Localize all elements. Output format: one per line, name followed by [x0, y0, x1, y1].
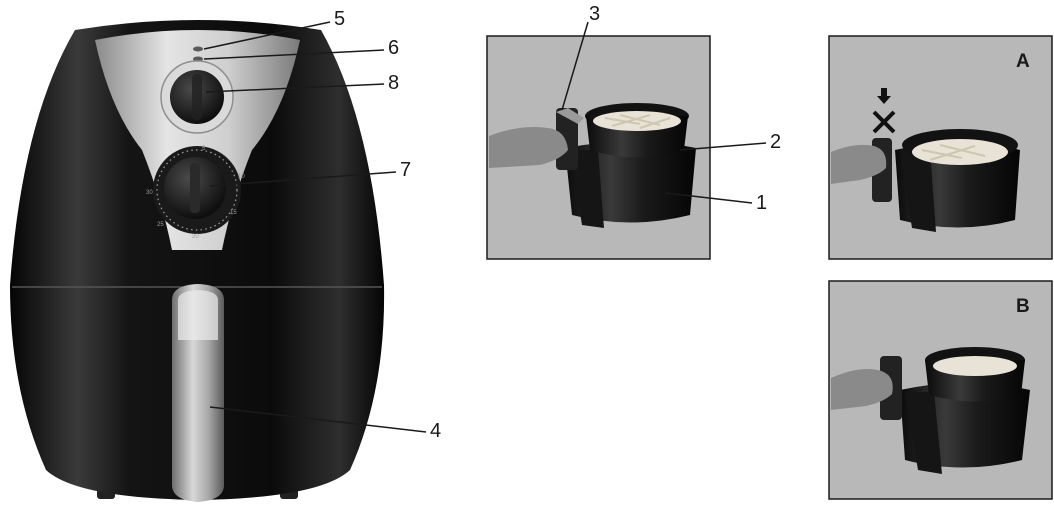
leader-line-7 [209, 171, 397, 187]
power-indicator-light [193, 46, 203, 52]
callout-6: 6 [388, 37, 400, 59]
timer-tick-label: 25 [157, 222, 164, 228]
handle-button-guard [556, 108, 584, 124]
press-down-arrow-icon [877, 88, 891, 104]
timer-tick-label: 5 [202, 146, 206, 152]
panel-label-a: A [1016, 51, 1030, 72]
timer-knob-grip [190, 163, 200, 213]
heating-indicator-light [193, 56, 203, 62]
hand [831, 369, 893, 410]
callout-4: 4 [430, 420, 442, 442]
callout-2: 2 [770, 131, 782, 153]
leader-line-6 [203, 49, 385, 60]
callout-8: 8 [388, 72, 400, 94]
panel-label-b: B [1016, 296, 1030, 317]
leader-line-1 [665, 192, 753, 204]
timer-dial-scale [156, 149, 238, 231]
panel-a [828, 35, 1053, 260]
pan-front-flap [900, 150, 936, 232]
temperature-knob-grip [192, 74, 202, 120]
leader-line-5 [203, 21, 331, 50]
pan-front-flap [570, 150, 604, 228]
leader-line-4 [209, 406, 427, 433]
callout-3: 3 [589, 3, 601, 25]
hand [489, 127, 568, 168]
timer-tick-label: 20 [192, 234, 199, 240]
leader-line-2 [679, 142, 767, 151]
handle-release-button-cover [178, 290, 218, 340]
leader-lines [203, 21, 767, 433]
fries-detail [921, 144, 986, 161]
callout-5: 5 [334, 8, 346, 30]
fries [933, 356, 1017, 376]
timer-tick-label: 10 [238, 174, 245, 180]
fries-detail [604, 114, 671, 129]
leader-line-8 [205, 83, 385, 93]
hand [831, 144, 887, 184]
pan-front-flap [905, 392, 942, 474]
panel-b [828, 280, 1053, 500]
silver-control-panel [95, 30, 300, 250]
fries [912, 139, 1008, 165]
fries [593, 111, 681, 131]
leader-line-3 [561, 21, 589, 111]
timer-tick-label: 15 [230, 210, 237, 216]
callout-7: 7 [400, 159, 412, 181]
do-not-press-cross-icon [872, 110, 896, 134]
timer-tick-label: 30 [146, 190, 153, 196]
callout-1: 1 [756, 192, 768, 214]
basket-assembly-panel [486, 35, 711, 260]
air-fryer-front-view: 5 30 25 20 15 10 [10, 20, 385, 502]
